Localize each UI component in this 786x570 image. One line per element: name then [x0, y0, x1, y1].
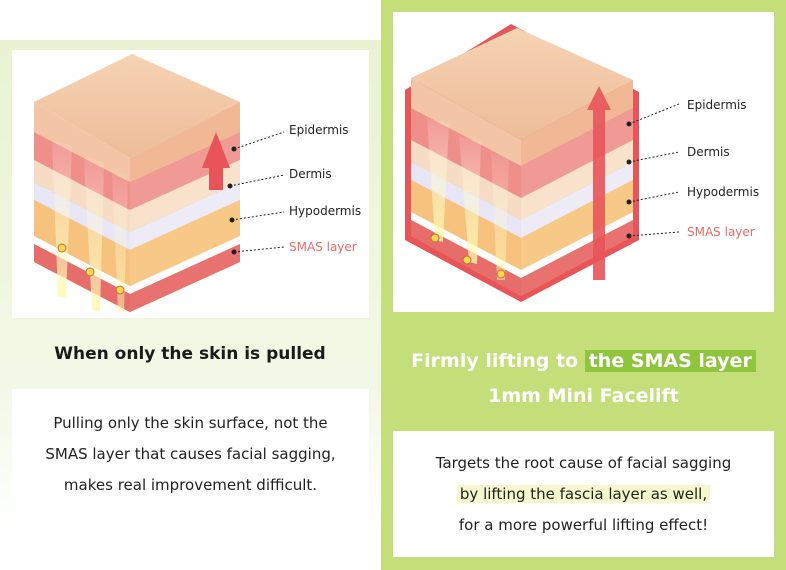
skin-layers-smas-lifted-illustration: [405, 24, 680, 302]
epidermis-label: Epidermis: [687, 98, 747, 112]
left-description-line: makes real improvement difficult.: [63, 475, 318, 494]
skin-layers-pulled-illustration: [34, 54, 285, 312]
left-title: When only the skin is pulled: [54, 344, 326, 364]
right-title-highlight: the SMAS layer: [584, 350, 756, 372]
left-description-line: SMAS layer that causes facial sagging,: [45, 444, 336, 463]
dermis-label: Dermis: [289, 167, 332, 181]
dermis-label: Dermis: [687, 145, 730, 159]
right-title: Firmly lifting to the SMAS layer 1mm Min…: [381, 344, 786, 414]
right-description-line: by lifting the fascia layer as well,: [456, 479, 711, 510]
right-description-line: for a more powerful lifting effect!: [458, 515, 709, 534]
hypodermis-label: Hypodermis: [289, 204, 362, 218]
left-illustration-box: Epidermis Dermis Hypodermis SMAS layer: [12, 50, 369, 318]
hypodermis-label: Hypodermis: [687, 185, 760, 199]
right-subtitle: 1mm Mini Facelift: [488, 385, 679, 407]
right-title-prefix: Firmly lifting to: [411, 350, 579, 372]
smas-layer-label: SMAS layer: [687, 225, 755, 239]
left-description-line: Pulling only the skin surface, not the: [53, 413, 328, 432]
right-illustration-box: Epidermis Dermis Hypodermis SMAS layer: [393, 12, 774, 312]
right-description-box: Targets the root cause of facial sagging…: [393, 431, 774, 557]
left-description-box: Pulling only the skin surface, not the S…: [12, 389, 369, 519]
right-title-line: Firmly lifting to the SMAS layer: [381, 344, 786, 379]
right-description-highlight: by lifting the fascia layer as well,: [456, 484, 711, 503]
right-description-line: Targets the root cause of facial sagging: [435, 453, 732, 472]
epidermis-label: Epidermis: [289, 123, 349, 137]
smas-layer-label: SMAS layer: [289, 240, 357, 254]
